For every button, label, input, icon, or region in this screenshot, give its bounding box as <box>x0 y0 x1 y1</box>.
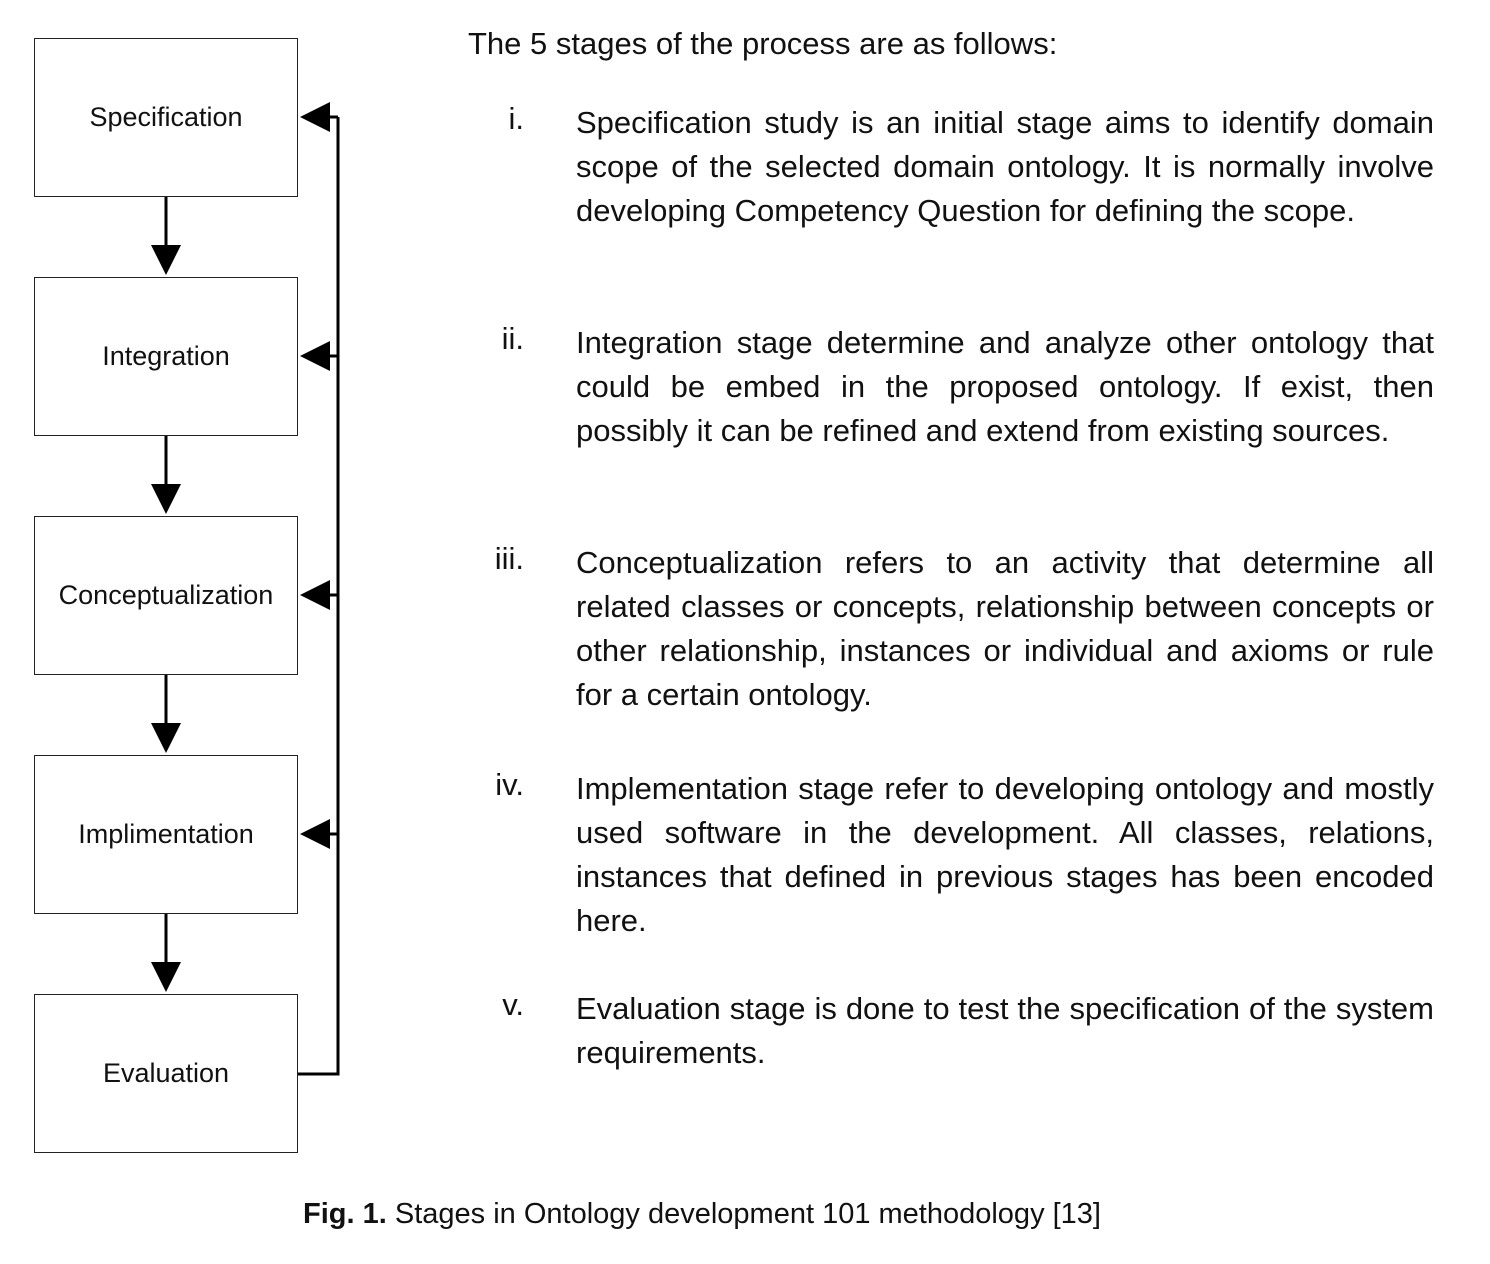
stage-label: Implimentation <box>78 819 254 849</box>
stage-box-specification: Specification <box>34 38 298 197</box>
item-number: iii. <box>494 541 524 576</box>
item-text: Integration stage determine and analyze … <box>576 325 1434 448</box>
item-number: iv. <box>495 767 524 802</box>
item-text: Conceptualization refers to an activity … <box>576 545 1434 712</box>
item-text: Implementation stage refer to developing… <box>576 771 1434 938</box>
stage-label: Evaluation <box>102 1058 230 1088</box>
item-text: Specification study is an initial stage … <box>576 105 1434 228</box>
stage-label: Integration <box>102 341 230 371</box>
stage-label: Conceptualization <box>58 580 274 610</box>
item-text: Evaluation stage is done to test the spe… <box>576 991 1434 1070</box>
item-number: v. <box>502 987 524 1022</box>
item-number: i. <box>508 101 525 136</box>
caption-label: Fig. 1. <box>303 1198 387 1230</box>
item-number: ii. <box>501 321 524 356</box>
stage-box-conceptualization: Conceptualization <box>34 516 298 675</box>
stage-label: Specification <box>89 102 243 132</box>
feedback-line <box>298 117 340 1076</box>
flow-diagram <box>151 102 340 1076</box>
stage-box-integration: Integration <box>34 277 298 436</box>
caption-text: Stages in Ontology development 101 metho… <box>386 1198 1101 1230</box>
stage-box-implimentation: Implimentation <box>34 755 298 914</box>
figure-caption: Fig. 1. Stages in Ontology development 1… <box>0 1198 1404 1231</box>
stage-box-evaluation: Evaluation <box>34 994 298 1153</box>
intro-text: The 5 stages of the process are as follo… <box>468 26 1058 61</box>
